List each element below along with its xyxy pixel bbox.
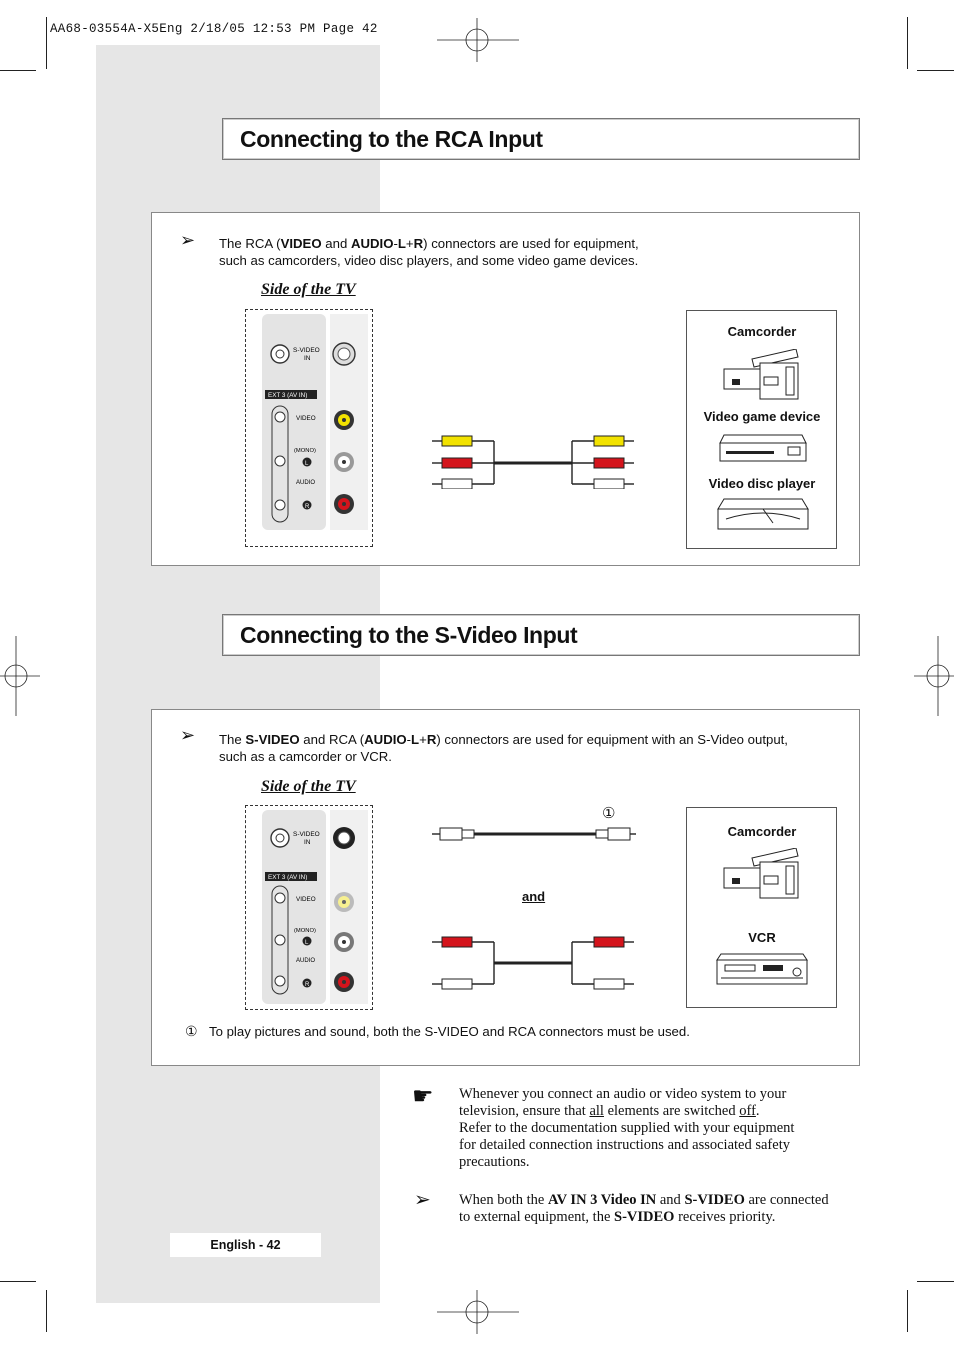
registration-mark-left bbox=[0, 636, 40, 716]
device-box: Camcorder Video game device Video disc p… bbox=[686, 310, 837, 549]
section2-intro: The S-VIDEO and RCA (AUDIO-L+R) connecto… bbox=[219, 732, 788, 764]
section2-title-box: Connecting to the S-Video Input bbox=[222, 614, 860, 656]
crop-mark bbox=[46, 1290, 47, 1332]
section2-title: Connecting to the S-Video Input bbox=[240, 622, 578, 648]
and-label: and bbox=[522, 889, 546, 904]
svg-text:L: L bbox=[305, 940, 309, 946]
side-of-tv-label: Side of the TV bbox=[261, 778, 356, 795]
vcr-icon bbox=[716, 953, 808, 985]
camcorder-label: Camcorder bbox=[727, 824, 797, 839]
video-game-device-icon bbox=[719, 434, 807, 462]
section1-panel: ➢ The RCA (VIDEO and AUDIO-L+R) connecto… bbox=[151, 212, 860, 566]
arrow-bullet-icon: ➢ bbox=[180, 230, 196, 250]
registration-mark-bottom bbox=[437, 1290, 519, 1334]
crop-mark bbox=[907, 17, 908, 69]
camcorder-icon bbox=[723, 848, 799, 899]
camcorder-icon bbox=[723, 349, 799, 400]
video-disc-player-icon bbox=[717, 498, 809, 530]
svg-text:VIDEO: VIDEO bbox=[296, 896, 316, 903]
note-priority: When both the AV IN 3 Video IN and S-VID… bbox=[459, 1192, 829, 1225]
tv-side-panel: S-VIDEO IN EXT 3 (AV IN) VIDEO (MONO) L … bbox=[245, 805, 373, 1010]
tv-jacks-diagram: S-VIDEO IN EXT 3 (AV IN) VIDEO (MONO) L … bbox=[262, 314, 368, 530]
note-power-off: Whenever you connect an audio or video s… bbox=[459, 1086, 795, 1170]
section1-title: Connecting to the RCA Input bbox=[240, 126, 543, 152]
side-of-tv-label: Side of the TV bbox=[261, 281, 356, 298]
footer-page-box: English - 42 bbox=[170, 1233, 321, 1257]
tv-side-panel: S-VIDEO IN EXT 3 (AV IN) VIDEO (MONO) L … bbox=[245, 309, 373, 547]
in-jack-label: IN bbox=[304, 355, 311, 362]
audio-jack-label: AUDIO bbox=[296, 480, 315, 486]
svg-text:EXT 3 (AV IN): EXT 3 (AV IN) bbox=[268, 874, 307, 881]
svideo-jack-label: S-VIDEO bbox=[293, 347, 320, 354]
svg-text:(MONO): (MONO) bbox=[294, 928, 316, 934]
arrow-bullet-icon: ➢ bbox=[180, 725, 196, 745]
section1-title-box: Connecting to the RCA Input bbox=[222, 118, 860, 160]
svg-text:AUDIO: AUDIO bbox=[296, 958, 315, 964]
svg-text:R: R bbox=[305, 982, 310, 988]
footnote-marker: ① bbox=[185, 1023, 198, 1039]
video-jack-label: VIDEO bbox=[296, 415, 316, 422]
page-number: English - 42 bbox=[210, 1238, 281, 1252]
section2-footnote: To play pictures and sound, both the S-V… bbox=[209, 1024, 690, 1039]
crop-mark bbox=[917, 70, 954, 71]
svideo-cable-icon bbox=[432, 827, 636, 841]
crop-mark bbox=[46, 17, 47, 69]
crop-mark bbox=[907, 1290, 908, 1332]
section2-panel: ➢ The S-VIDEO and RCA (AUDIO-L+R) connec… bbox=[151, 709, 860, 1066]
svg-text:L: L bbox=[305, 461, 309, 467]
arrow-bullet-icon: ➢ bbox=[414, 1189, 431, 1211]
video-disc-player-label: Video disc player bbox=[708, 476, 816, 491]
svg-text:R: R bbox=[305, 504, 310, 510]
rca-cable-icon bbox=[432, 435, 634, 489]
registration-mark-top bbox=[437, 18, 519, 62]
video-game-device-label: Video game device bbox=[703, 409, 821, 424]
circle-marker-1: ① bbox=[602, 805, 616, 822]
crop-mark bbox=[0, 1281, 36, 1282]
vcr-label: VCR bbox=[748, 930, 776, 945]
registration-mark-right bbox=[914, 636, 954, 716]
mono-label: (MONO) bbox=[294, 448, 316, 454]
audio-cable-icon bbox=[432, 936, 634, 990]
section1-intro: The RCA (VIDEO and AUDIO-L+R) connectors… bbox=[219, 236, 639, 268]
crop-mark bbox=[917, 1281, 954, 1282]
ext3-label: EXT 3 (AV IN) bbox=[268, 392, 307, 399]
camcorder-label: Camcorder bbox=[727, 324, 797, 339]
pointing-hand-icon: ☛ bbox=[412, 1083, 434, 1110]
tv-jacks-diagram: S-VIDEO IN EXT 3 (AV IN) VIDEO (MONO) L … bbox=[262, 810, 368, 1004]
device-box: Camcorder VCR bbox=[686, 807, 837, 1008]
crop-mark bbox=[0, 70, 36, 71]
svg-text:S-VIDEO: S-VIDEO bbox=[293, 831, 320, 838]
svg-text:IN: IN bbox=[304, 839, 311, 846]
print-header: AA68-03554A-X5Eng 2/18/05 12:53 PM Page … bbox=[50, 22, 378, 36]
